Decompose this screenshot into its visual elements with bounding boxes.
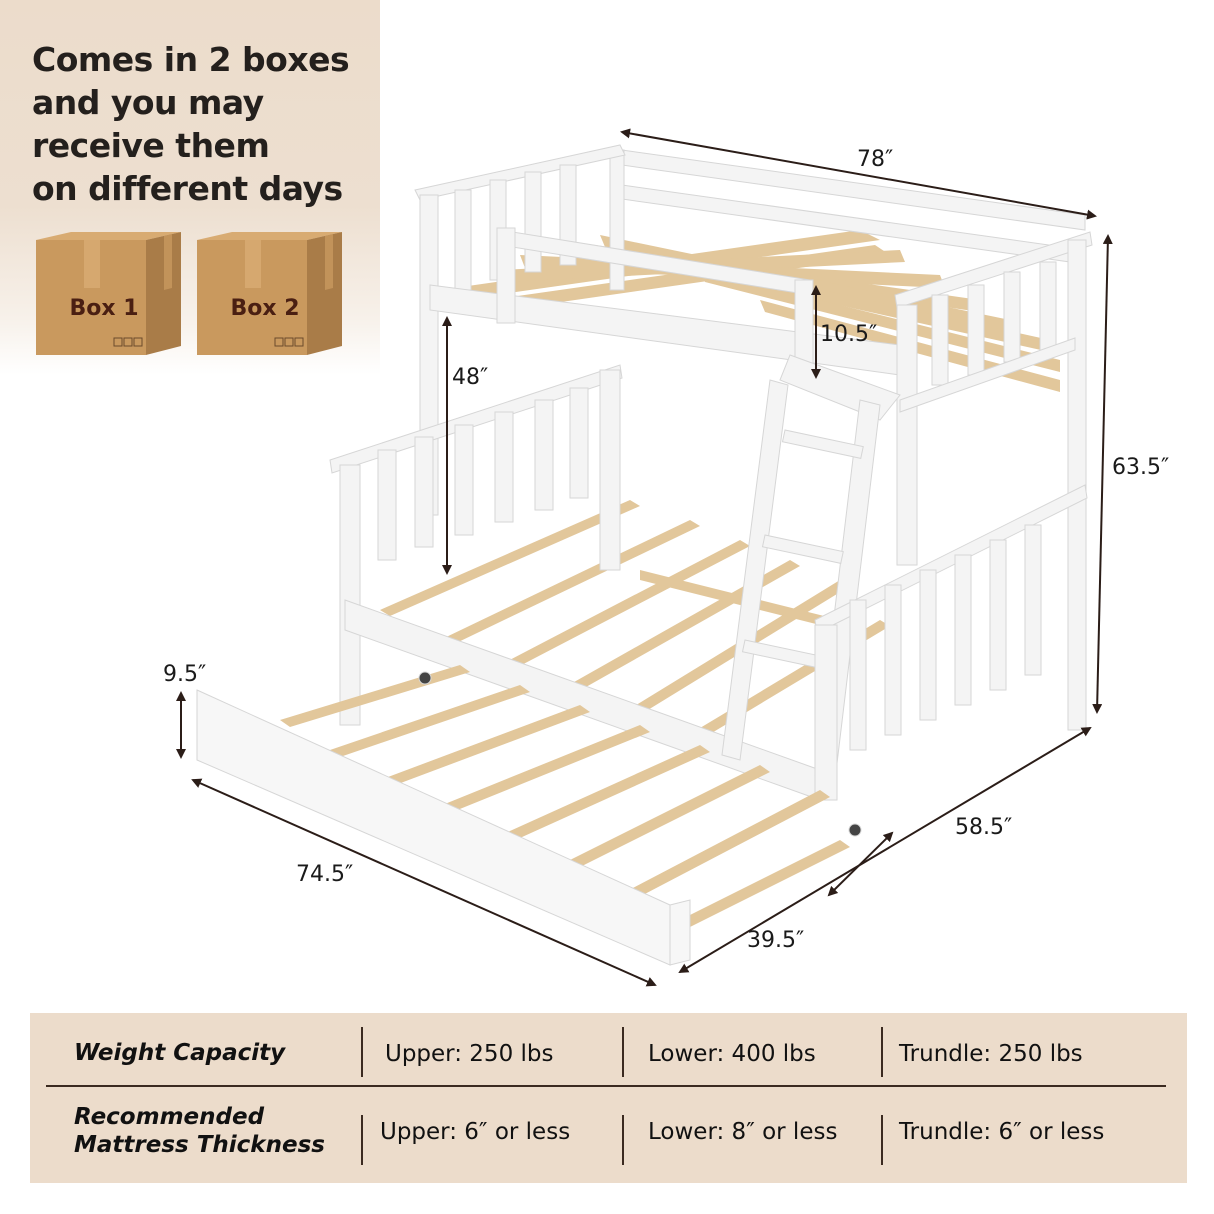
headline-line: Comes in 2 boxes: [32, 40, 350, 79]
headline-line: on different days: [32, 169, 343, 208]
column-divider: [361, 1115, 363, 1165]
spec-cell-upper: Upper: 250 lbs: [385, 1041, 554, 1067]
promo-panel: Comes in 2 boxes and you may receive the…: [0, 0, 380, 375]
column-divider: [622, 1115, 624, 1165]
dimension-clearance: 48″: [452, 365, 489, 390]
spec-cell-trundle: Trundle: 250 lbs: [899, 1041, 1083, 1067]
box-2-icon: Box 2: [197, 228, 347, 358]
spec-cell-lower: Lower: 400 lbs: [648, 1041, 816, 1067]
spec-cell-upper: Upper: 6″ or less: [380, 1119, 571, 1145]
box-2-label: Box 2: [230, 296, 300, 321]
dimension-trundle-length: 74.5″: [296, 862, 354, 887]
shipping-headline: Comes in 2 boxes and you may receive the…: [32, 38, 372, 210]
column-divider: [622, 1027, 624, 1077]
row-label-line: Recommended: [74, 1104, 265, 1130]
column-divider: [361, 1027, 363, 1077]
spec-cell-lower: Lower: 8″ or less: [648, 1119, 838, 1145]
column-divider: [881, 1027, 883, 1077]
row-label: Weight Capacity: [74, 1039, 285, 1067]
box-1-icon: Box 1: [36, 228, 186, 358]
box-1-label: Box 1: [69, 296, 139, 321]
row-label: Recommended Mattress Thickness: [74, 1103, 325, 1159]
spec-row-mattress-thickness: Recommended Mattress Thickness Upper: 6″…: [30, 1093, 1187, 1173]
row-label-line: Weight Capacity: [74, 1040, 286, 1066]
dimension-trundle-height: 9.5″: [163, 662, 207, 687]
spec-row-weight-capacity: Weight Capacity Upper: 250 lbs Lower: 40…: [30, 1013, 1187, 1093]
dimension-length-top: 78″: [857, 147, 894, 172]
bunk-bed-illustration: [176, 128, 1113, 987]
column-divider: [881, 1115, 883, 1165]
headline-line: receive them: [32, 126, 270, 165]
dimension-guardrail-height: 10.5″: [820, 322, 878, 347]
spec-cell-trundle: Trundle: 6″ or less: [899, 1119, 1105, 1145]
dimension-total-height: 63.5″: [1112, 455, 1170, 480]
dimension-trundle-width: 39.5″: [747, 928, 805, 953]
spec-table: Weight Capacity Upper: 250 lbs Lower: 40…: [30, 1013, 1187, 1183]
row-divider: [46, 1085, 1166, 1087]
headline-line: and you may: [32, 83, 264, 122]
dimension-bed-width: 58.5″: [955, 815, 1013, 840]
row-label-line: Mattress Thickness: [74, 1132, 325, 1158]
